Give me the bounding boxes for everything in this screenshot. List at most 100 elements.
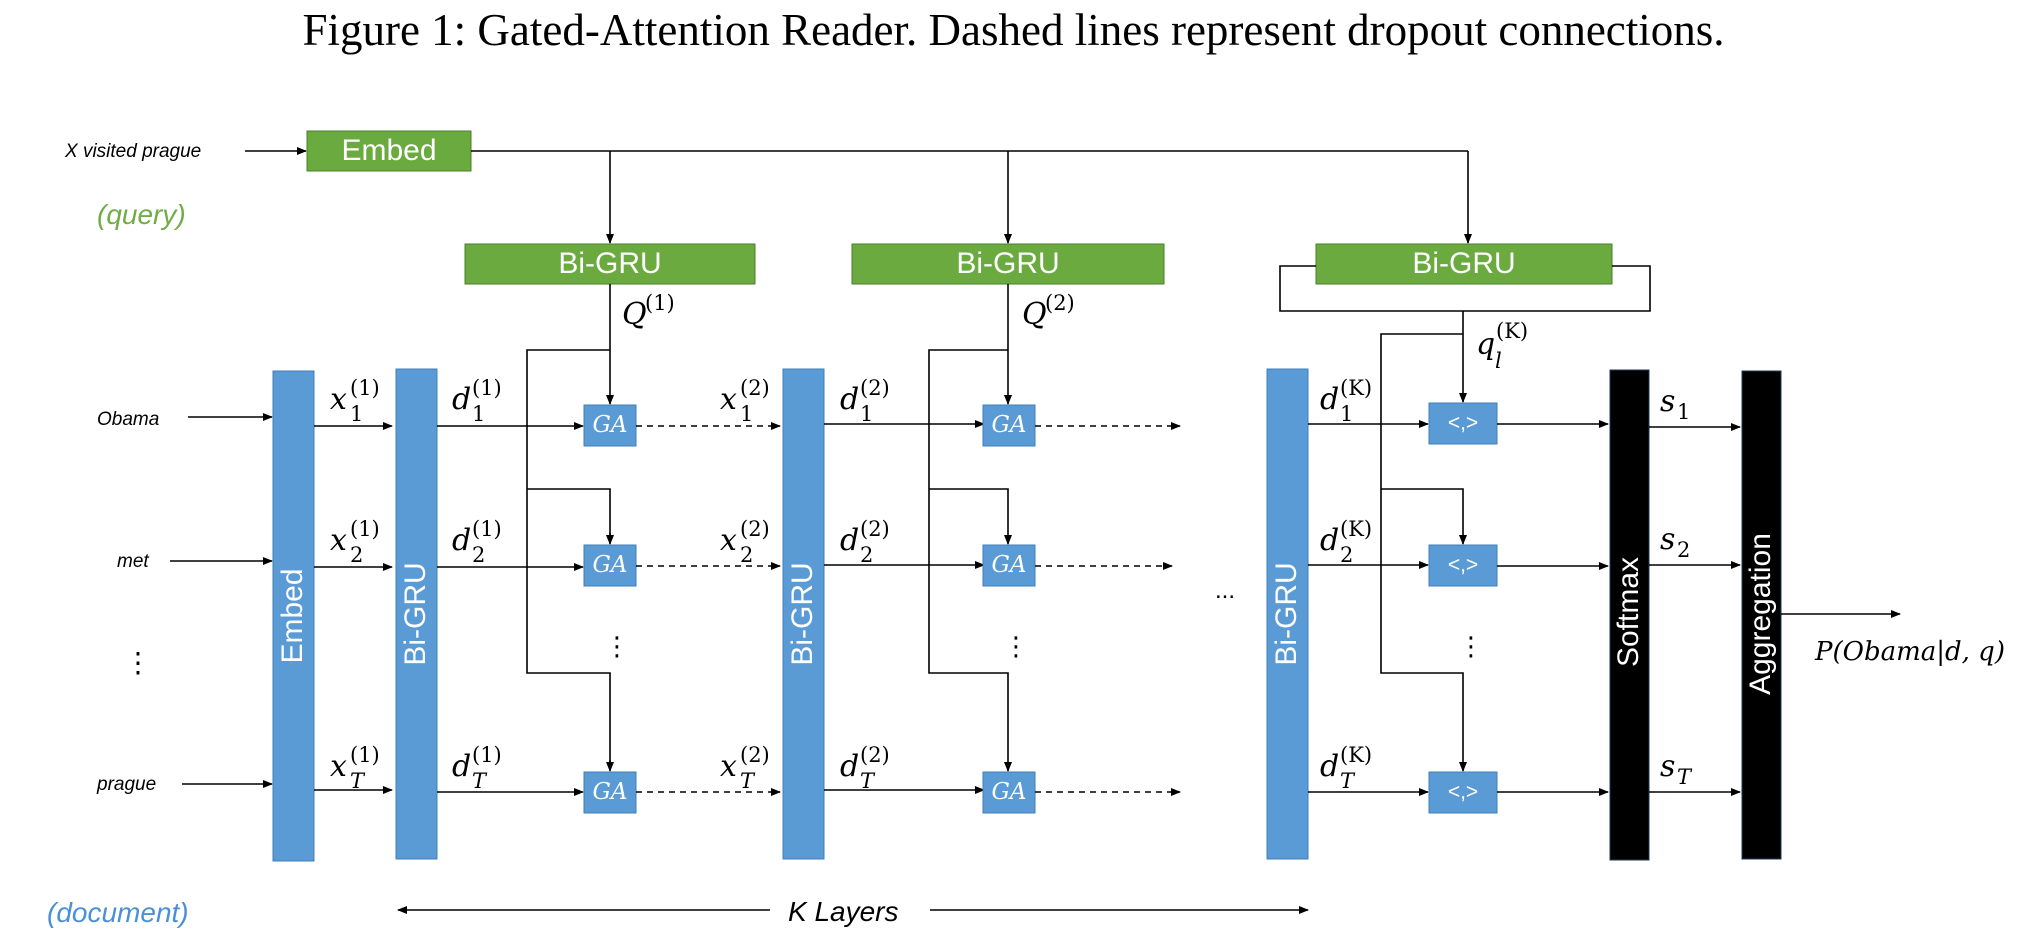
ga-2-2: GA	[982, 544, 1036, 587]
x-layer1-sup: (1)	[350, 743, 380, 767]
x-layer2-sup: (2)	[740, 376, 770, 400]
d-layer1-sup: (1)	[472, 376, 502, 400]
qk-branch	[1380, 333, 1464, 760]
document-tag: (document)	[47, 897, 189, 928]
d-layer2-sub: 1	[860, 402, 873, 426]
layers-ellipsis: ...	[1215, 577, 1235, 604]
d-layerk-base: d	[1320, 749, 1339, 784]
ga1-vdots: ⋮	[604, 631, 630, 661]
doc-bigru-1: Bi-GRU	[395, 368, 438, 860]
d-layerk-sub: 2	[1340, 543, 1353, 567]
q1-branch-mid	[527, 488, 611, 543]
query-tag: (query)	[97, 199, 186, 230]
inner-product-1-label: <,>	[1448, 412, 1478, 435]
s-label-t: s T	[1660, 749, 1693, 789]
d-layerk-label-1: d(K)1	[1320, 376, 1372, 426]
s-label-2: s 2	[1660, 522, 1690, 562]
d-layer2-sup: (2)	[860, 376, 890, 400]
inner-product-1: <,>	[1428, 402, 1498, 445]
q-label-1: Q (1)	[622, 291, 675, 332]
x-layer2-sub: 1	[740, 402, 753, 426]
d-layer2-sup: (2)	[860, 517, 890, 541]
d-layer2-label-T: d(2)T	[840, 743, 890, 793]
q-label-1-sup: (1)	[645, 291, 675, 315]
qk-branch-mid	[1381, 488, 1464, 533]
ga-2-1-label: GA	[992, 412, 1027, 438]
query-embed-box: Embed	[306, 130, 472, 172]
ga-1-2-label: GA	[593, 552, 628, 578]
x-layer1-base: x	[330, 382, 347, 417]
doc-bigru-2-label: Bi-GRU	[786, 562, 819, 665]
softmax-box: Softmax	[1609, 369, 1650, 861]
q2-branch-mid	[929, 488, 1009, 533]
d-layer2-label-2: d(2)2	[840, 517, 890, 567]
ga-1-1: GA	[583, 404, 637, 447]
d-layerk-base: d	[1320, 382, 1339, 417]
d-layer1-label-T: d(1)T	[452, 743, 502, 793]
query-bigru-2-label: Bi-GRU	[956, 247, 1059, 280]
aggregation-box: Aggregation	[1741, 370, 1782, 860]
query-bigru-k: Bi-GRU	[1315, 243, 1613, 285]
doc-bigru-1-label: Bi-GRU	[399, 562, 432, 665]
document-embed-box: Embed	[272, 370, 315, 862]
ga-1-t-label: GA	[593, 779, 628, 805]
x-layer1-label-2: x(1)2	[330, 517, 380, 567]
variable-labels: x(1)1x(1)2x(1)Td(1)1d(1)2d(1)Tx(2)1x(2)2…	[330, 376, 1372, 793]
d-layerk-label-T: d(K)T	[1320, 743, 1372, 793]
d-layerk-sup: (K)	[1340, 743, 1372, 767]
d-layer1-sub: 2	[472, 543, 485, 567]
doc-token-2: met	[117, 551, 149, 572]
query-bigru-1: Bi-GRU	[464, 243, 756, 285]
s-label-1-base: s	[1660, 384, 1675, 419]
x-layer2-sub: 2	[740, 543, 753, 567]
d-layer2-sup: (2)	[860, 743, 890, 767]
ga-1-1-label: GA	[593, 412, 628, 438]
d-layerk-sup: (K)	[1340, 517, 1372, 541]
inner-product-t-label: <,>	[1448, 781, 1478, 804]
d-layer1-label-1: d(1)1	[452, 376, 502, 426]
q-label-1-base: Q	[622, 297, 647, 332]
d-layer2-base: d	[840, 382, 859, 417]
doc-bigru-2: Bi-GRU	[782, 368, 825, 860]
doc-token-3: prague	[96, 774, 156, 795]
d-layer1-base: d	[452, 749, 471, 784]
q1-branch	[526, 349, 611, 770]
doc-bigru-k: Bi-GRU	[1266, 368, 1309, 860]
x-layer2-label-T: x(2)T	[720, 743, 770, 793]
x-layer2-base: x	[720, 523, 737, 558]
d-layer2-sub: 2	[860, 543, 873, 567]
inner-product-2-label: <,>	[1448, 554, 1478, 577]
doc-bigru-k-label: Bi-GRU	[1270, 562, 1303, 665]
ip-vdots: ⋮	[1458, 631, 1484, 661]
d-layer1-sup: (1)	[472, 743, 502, 767]
d-layer2-label-1: d(2)1	[840, 376, 890, 426]
query-bigru-k-bracket	[1279, 265, 1651, 312]
d-layer2-base: d	[840, 523, 859, 558]
x-layer1-base: x	[330, 749, 347, 784]
q-label-2-base: Q	[1022, 297, 1047, 332]
query-bigru-k-label: Bi-GRU	[1412, 247, 1515, 280]
d-layer1-label-2: d(1)2	[452, 517, 502, 567]
x-layer2-sub: T	[740, 769, 756, 793]
q-label-2-sup: (2)	[1045, 291, 1075, 315]
x-layer1-sub: T	[350, 769, 366, 793]
softmax-label: Softmax	[1612, 557, 1645, 667]
q-label-k-sub: l	[1495, 349, 1502, 373]
d-layerk-sub: T	[1340, 769, 1356, 793]
d-layer2-sub: T	[860, 769, 876, 793]
ga-2-1: GA	[982, 404, 1036, 447]
x-layer1-label-1: x(1)1	[330, 376, 380, 426]
s-label-t-sub: T	[1677, 765, 1693, 789]
ga-2-2-label: GA	[992, 552, 1027, 578]
d-layerk-sup: (K)	[1340, 376, 1372, 400]
d-layerk-base: d	[1320, 523, 1339, 558]
output-probability: P(Obama|d, q)	[1814, 637, 2005, 667]
x-layer1-base: x	[330, 523, 347, 558]
s-label-t-base: s	[1660, 749, 1675, 784]
ga-1-t: GA	[583, 771, 637, 814]
q-label-k: q (K) l	[1476, 319, 1528, 373]
query-bigru-2: Bi-GRU	[851, 243, 1165, 285]
s-label-1-sub: 1	[1677, 400, 1690, 424]
d-layer2-base: d	[840, 749, 859, 784]
